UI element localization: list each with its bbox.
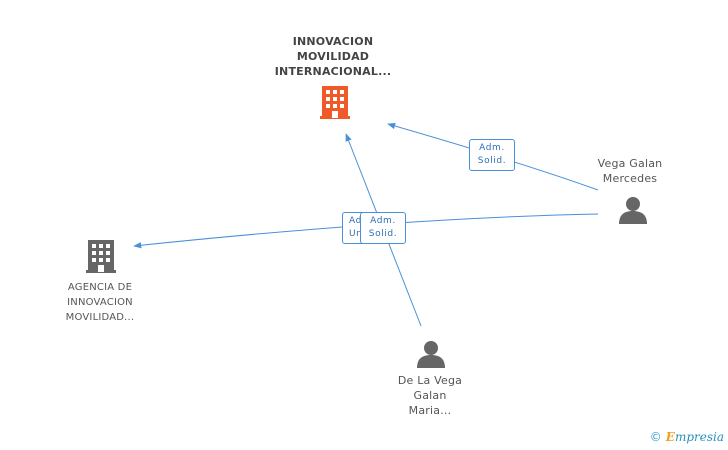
person-icon[interactable]	[619, 197, 647, 224]
edge-label-line: Adm.	[370, 216, 396, 226]
label-line: INNOVACION	[292, 35, 374, 48]
person-icon[interactable]	[417, 341, 445, 368]
edge-label-line: Adm.	[479, 143, 505, 153]
label-line: De La Vega	[397, 374, 463, 387]
label-line: AGENCIA DE	[67, 282, 133, 293]
edge-label-line: Solid.	[368, 229, 398, 239]
person-vega-label[interactable]: Vega Galan Mercedes	[580, 156, 680, 186]
brand-initial: E	[665, 430, 675, 444]
label-line: Vega Galan	[597, 157, 663, 170]
company-agency-label[interactable]: AGENCIA DE INNOVACION MOVILIDAD...	[40, 280, 160, 325]
edge-label-vega-main: Adm. Solid.	[469, 139, 515, 171]
company-main-label[interactable]: INNOVACION MOVILIDAD INTERNACIONAL...	[263, 34, 403, 79]
building-icon[interactable]	[86, 240, 116, 273]
edge-label-delavega-main: Adm. Solid.	[360, 212, 406, 244]
label-line: INNOVACION	[67, 297, 133, 308]
label-line: INTERNACIONAL...	[274, 65, 392, 78]
empresia-watermark: ©Empresia	[650, 430, 724, 444]
label-line: MOVILIDAD...	[65, 312, 135, 323]
label-line: Galan	[413, 389, 447, 402]
label-line: Mercedes	[602, 172, 658, 185]
building-icon[interactable]	[320, 86, 350, 119]
brand-name: mpresia	[674, 430, 724, 444]
copyright-symbol: ©	[649, 430, 662, 444]
label-line: MOVILIDAD	[296, 50, 370, 63]
edge-label-line: Solid.	[477, 156, 507, 166]
person-delavega-label[interactable]: De La Vega Galan Maria...	[380, 373, 480, 418]
label-line: Maria...	[408, 404, 452, 417]
